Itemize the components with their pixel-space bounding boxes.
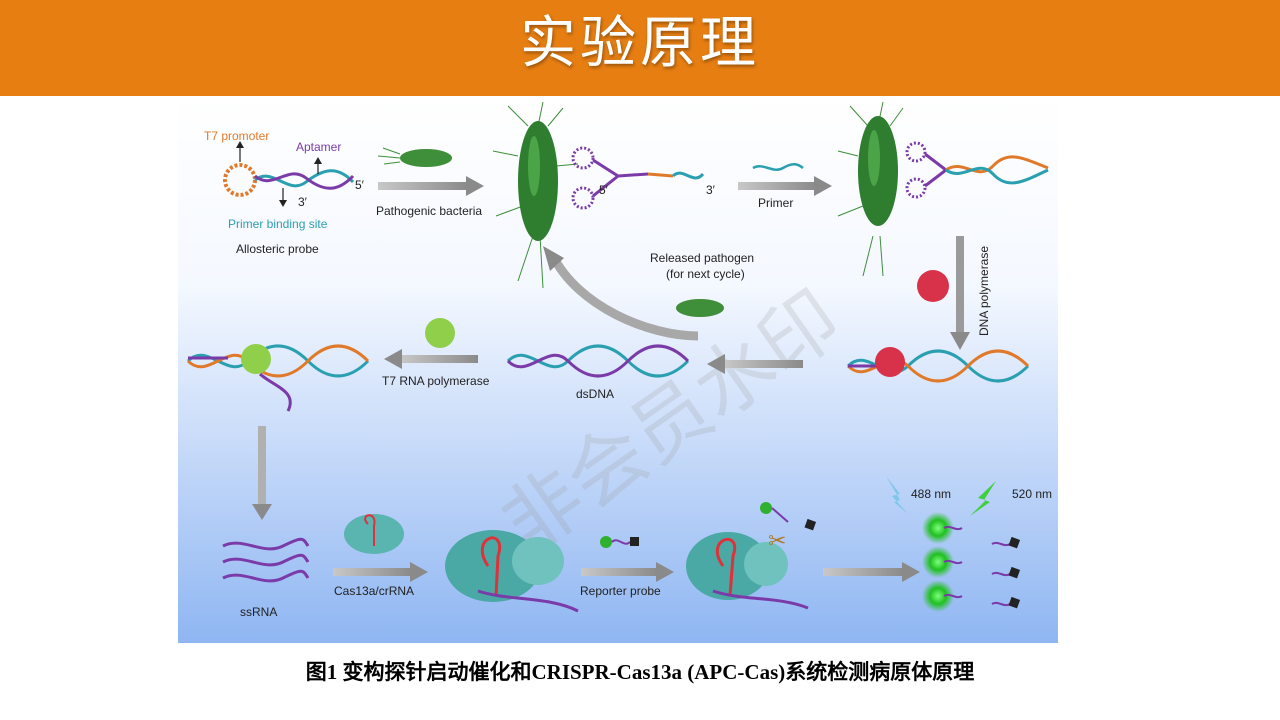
arrow-8-head bbox=[656, 562, 674, 582]
label-t7-promoter: T7 promoter bbox=[204, 129, 269, 143]
small-bacterium bbox=[377, 147, 452, 167]
arrow-4-head bbox=[707, 354, 725, 374]
label-5prime-a: 5′ bbox=[355, 178, 365, 192]
dna-polymerase-protein bbox=[917, 270, 949, 302]
label-3prime-b: 3′ bbox=[706, 183, 716, 197]
reporter-probe-icon bbox=[600, 536, 639, 548]
figure-caption: 图1 变构探针启动催化和CRISPR-Cas13a (APC-Cas)系统检测病… bbox=[305, 660, 975, 684]
label-t7-rna-polymerase: T7 RNA polymerase bbox=[382, 374, 490, 388]
lightning-488-icon bbox=[886, 476, 908, 514]
arrow-5-head bbox=[384, 349, 402, 369]
released-bacterium bbox=[676, 299, 724, 317]
t7-rna-polymerase-protein bbox=[425, 318, 455, 348]
label-cas13a-crrna: Cas13a/crRNA bbox=[334, 584, 414, 598]
cleaved-quenchers bbox=[991, 536, 1021, 609]
label-pathogenic-bacteria: Pathogenic bacteria bbox=[376, 204, 482, 218]
title-banner bbox=[0, 0, 1280, 96]
label-reporter-probe: Reporter probe bbox=[580, 584, 661, 598]
lightning-520-icon bbox=[970, 481, 996, 516]
label-primer: Primer bbox=[758, 196, 793, 210]
label-dna-polymerase: DNA polymerase bbox=[977, 246, 991, 336]
arrow-3 bbox=[956, 236, 964, 334]
fluorescent-signals bbox=[922, 512, 963, 612]
label-released-pathogen: Released pathogen bbox=[650, 251, 754, 265]
label-aptamer: Aptamer bbox=[296, 140, 341, 154]
arrow-2 bbox=[738, 182, 816, 190]
recycle-arrow bbox=[548, 253, 699, 341]
arrow-9 bbox=[823, 568, 903, 576]
cas13a-complex-2 bbox=[686, 502, 817, 610]
label-520nm: 520 nm bbox=[1012, 487, 1052, 501]
cas13a-complex-1 bbox=[445, 530, 579, 613]
arrow-6 bbox=[258, 426, 266, 506]
arrow-6-head bbox=[252, 504, 272, 520]
page-title: 实验原理 bbox=[520, 11, 760, 76]
label-3prime-a: 3′ bbox=[298, 195, 308, 209]
ssrna-strands bbox=[222, 537, 310, 583]
arrow-1 bbox=[378, 182, 468, 190]
label-5prime-b: 5′ bbox=[599, 183, 609, 197]
bacterium-bound-2 bbox=[837, 101, 904, 277]
recycle-arrow-head bbox=[543, 246, 564, 271]
primer-strand bbox=[752, 163, 804, 171]
dsdna-with-polymerase bbox=[846, 347, 1030, 383]
arrow-2-head bbox=[814, 176, 832, 196]
arrow-1-head bbox=[466, 176, 484, 196]
mechanism-figure: 非会员水印 T7 promoter Aptamer 3′ 5′ Primer b… bbox=[178, 96, 1058, 643]
allosteric-probe bbox=[223, 141, 355, 207]
dsdna-transcription bbox=[186, 344, 370, 412]
cas13a-small bbox=[344, 514, 404, 554]
label-released-pathogen-2: (for next cycle) bbox=[666, 267, 745, 281]
arrow-7-head bbox=[410, 562, 428, 582]
bacterium-bound-1 bbox=[492, 101, 579, 289]
arrow-8 bbox=[581, 568, 657, 576]
arrow-9-head bbox=[902, 562, 920, 582]
probe-on-bacterium-2 bbox=[905, 141, 1049, 199]
arrow-4 bbox=[723, 360, 803, 368]
label-allosteric-probe: Allosteric probe bbox=[236, 242, 319, 256]
probe-on-bacterium-1 bbox=[571, 146, 705, 210]
label-ssrna: ssRNA bbox=[240, 605, 277, 619]
label-488nm: 488 nm bbox=[911, 487, 951, 501]
arrow-3-head bbox=[950, 332, 970, 350]
arrow-7 bbox=[333, 568, 411, 576]
label-primer-binding-site: Primer binding site bbox=[228, 217, 328, 231]
scissors-icon: ✂ bbox=[768, 529, 786, 554]
label-dsdna: dsDNA bbox=[576, 387, 614, 401]
arrow-5 bbox=[400, 355, 478, 363]
dsdna-middle bbox=[506, 344, 690, 378]
